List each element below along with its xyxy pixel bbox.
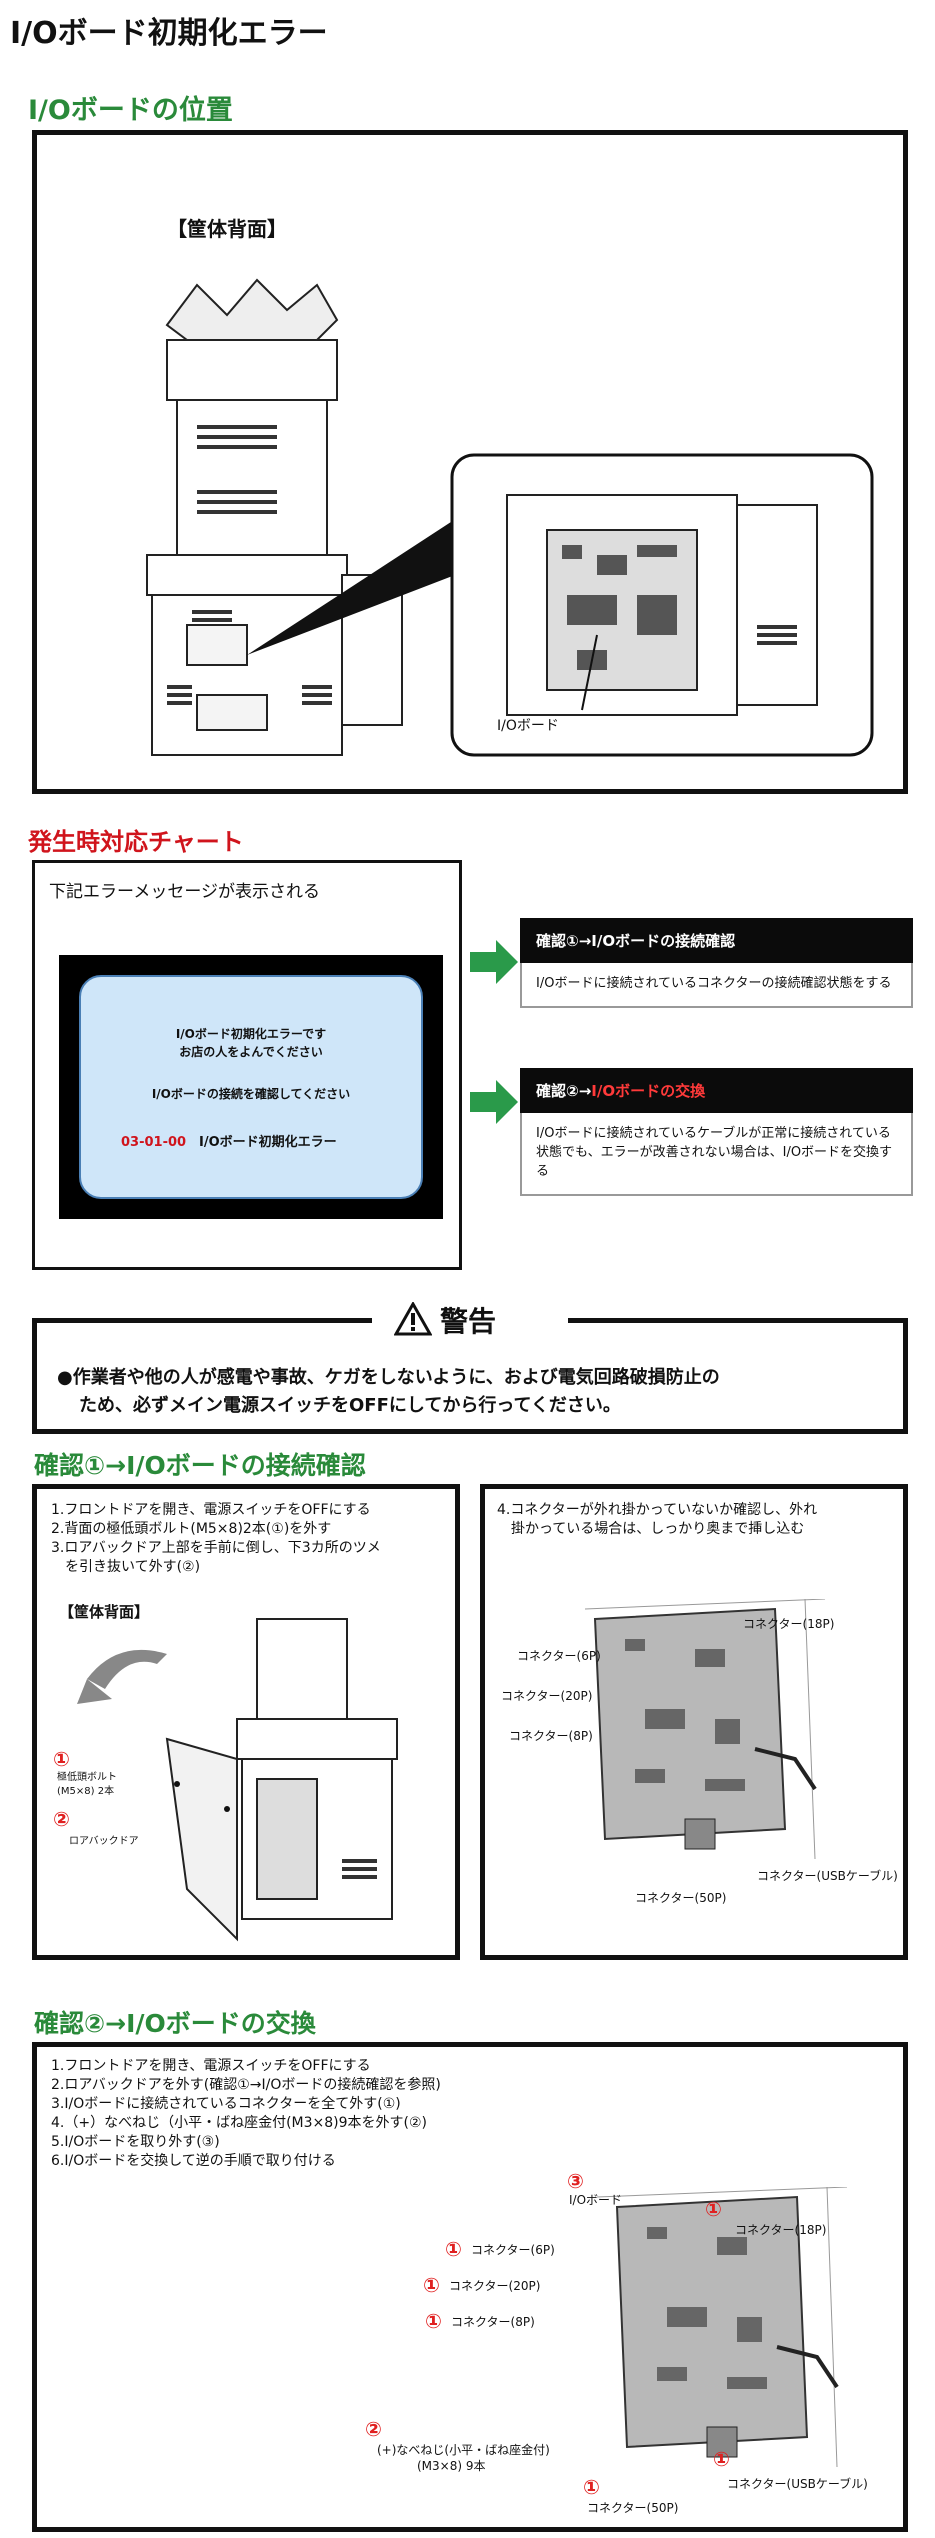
conn-18p-label: コネクター(18P) (743, 1617, 835, 1631)
check2-title-prefix: 確認②→ (536, 1082, 592, 1100)
check2-step1: 1.フロントドアを開き、電源スイッチをOFFにする (51, 2058, 371, 2074)
message-frame: 下記エラーメッセージが表示される I/Oボード初期化エラーです お店の人をよんで… (32, 860, 462, 1270)
check1-cabinet-label: 【筐体背面】 (59, 1603, 150, 1621)
location-section-title: I/Oボードの位置 (28, 95, 233, 126)
bolt-marker: ① (53, 1747, 70, 1771)
usb-marker: ① (713, 2447, 730, 2471)
board-marker: ③ (567, 2169, 584, 2193)
error-line2: お店の人をよんでください (179, 1045, 323, 1059)
lower-back-door-illustration (77, 1618, 398, 1942)
rotate-arrow-icon (87, 1649, 167, 1689)
message-intro: 下記エラーメッセージが表示される (49, 882, 320, 902)
check2-card-title: 確認②→I/Oボードの交換 (520, 1068, 913, 1113)
error-code: 03-01-00 (121, 1135, 187, 1150)
chart-section-title: 発生時対応チャート (28, 828, 244, 856)
conn-20p-label: コネクター(20P) (501, 1689, 593, 1703)
conn-18p-label: コネクター(18P) (735, 2223, 827, 2237)
check2-section-title: 確認②→I/Oボードの交換 (34, 2009, 316, 2038)
usb-label: コネクター(USBケーブル) (727, 2477, 868, 2491)
error-screen: I/Oボード初期化エラーです お店の人をよんでください I/Oボードの接続を確認… (59, 955, 443, 1219)
board-label: I/Oボード (569, 2193, 623, 2207)
check1-card-title: 確認①→I/Oボードの接続確認 (520, 918, 913, 963)
usb-label: コネクター(USBケーブル) (757, 1869, 898, 1883)
conn-50p-marker: ① (583, 2475, 600, 2499)
check1-right-frame: 4.コネクターが外れ掛かっていないか確認し、外れ 掛かっている場合は、しっかり奥… (480, 1484, 908, 1960)
conn-20p-label: コネクター(20P) (449, 2279, 541, 2293)
check1-section-title: 確認①→I/Oボードの接続確認 (34, 1451, 366, 1480)
check1-step2: 2.背面の極低頭ボルト(M5×8)2本(①)を外す (51, 1521, 332, 1537)
flow-arrows (470, 940, 518, 1124)
check1-card-body: I/Oボードに接続されているコネクターの接続確認状態をする (520, 963, 913, 1008)
cabinet-rear-label: 【筐体背面】 (167, 217, 287, 241)
check1-step3-cont: を引き抜いて外す(②) (51, 1559, 201, 1575)
screw-line1: (+)なべねじ(小平・ばね座金付) (377, 2443, 550, 2457)
screw-line2: (M3×8) 9本 (417, 2459, 486, 2473)
error-line1: I/Oボード初期化エラーです (175, 1027, 327, 1041)
check1-step4-line1: 4.コネクターが外れ掛かっていないか確認し、外れ (497, 1502, 818, 1518)
check2-step6: 6.I/Oボードを交換して逆の手順で取り付ける (51, 2153, 336, 2169)
check2-step4: 4.（+）なべねじ（小平・ばね座金付(M3×8)9本を外す(②) (51, 2115, 428, 2131)
io-board-label: I/Oボード (497, 718, 559, 734)
cabinet-location-illustration (146, 278, 874, 757)
check2-title-highlight: I/Oボードの交換 (591, 1082, 706, 1100)
conn-8p-label: コネクター(8P) (509, 1729, 593, 1743)
conn-8p-label: コネクター(8P) (451, 2315, 535, 2329)
check2-step3: 3.I/Oボードに接続されているコネクターを全て外す(①) (51, 2096, 401, 2112)
warning-line2: ため、必ずメイン電源スイッチをOFFにしてから行ってください。 (79, 1395, 621, 1416)
io-board-connectors-illustration (585, 1599, 826, 1860)
error-dialog: I/Oボード初期化エラーです お店の人をよんでください I/Oボードの接続を確認… (79, 975, 423, 1199)
check2-card-body: I/Oボードに接続されているケーブルが正常に接続されている状態でも、エラーが改善… (520, 1113, 913, 1196)
screw-marker: ② (365, 2417, 382, 2441)
check2-card: 確認②→I/Oボードの交換 I/Oボードに接続されているケーブルが正常に接続され… (520, 1068, 913, 1196)
warning-line1: ●作業者や他の人が感電や事故、ケガをしないように、および電気回路破損防止の (57, 1367, 720, 1388)
check1-step3: 3.ロアバックドア上部を手前に倒し、下3カ所のツメ (51, 1540, 381, 1556)
bolt-label: 極低頭ボルト (57, 1772, 117, 1783)
arrow-right-icon (470, 940, 518, 984)
conn-6p-label: コネクター(6P) (471, 2243, 555, 2257)
conn-6p-marker: ① (445, 2237, 462, 2261)
check1-step4-line2: 掛かっている場合は、しっかり奥まで挿し込む (497, 1521, 805, 1537)
conn-50p-label: コネクター(50P) (587, 2501, 679, 2515)
io-board-replace-illustration (597, 2187, 848, 2468)
check2-step2: 2.ロアバックドアを外す(確認①→I/Oボードの接続確認を参照) (51, 2077, 441, 2093)
door-marker: ② (53, 1807, 70, 1831)
check1-step1: 1.フロントドアを開き、電源スイッチをOFFにする (51, 1502, 371, 1518)
warning-header: 警告 (372, 1298, 568, 1338)
error-line3: I/Oボードの接続を確認してください (151, 1087, 351, 1101)
check2-frame: 1.フロントドアを開き、電源スイッチをOFFにする 2.ロアバックドアを外す(確… (32, 2042, 908, 2532)
bolt-spec: (M5×8) 2本 (57, 1786, 115, 1797)
conn-6p-label: コネクター(6P) (517, 1649, 601, 1663)
error-text: I/Oボード初期化エラー (199, 1135, 337, 1150)
conn-50p-label: コネクター(50P) (635, 1891, 727, 1905)
warning-title: 警告 (440, 1305, 497, 1338)
check1-left-frame: 1.フロントドアを開き、電源スイッチをOFFにする 2.背面の極低頭ボルト(M5… (32, 1484, 460, 1960)
page-title: I/Oボード初期化エラー (10, 16, 328, 51)
location-frame: 【筐体背面】 (32, 130, 908, 794)
conn-8p-marker: ① (425, 2309, 442, 2333)
warning-triangle-icon (394, 1302, 432, 1336)
conn-20p-marker: ① (423, 2273, 440, 2297)
warning-box: ●作業者や他の人が感電や事故、ケガをしないように、および電気回路破損防止の ため… (32, 1318, 908, 1434)
check1-card: 確認①→I/Oボードの接続確認 I/Oボードに接続されているコネクターの接続確認… (520, 918, 913, 1008)
arrow-right-icon (470, 1080, 518, 1124)
door-label: ロアバックドア (69, 1836, 139, 1847)
check2-step5: 5.I/Oボードを取り外す(③) (51, 2134, 220, 2150)
conn-18p-marker: ① (705, 2197, 722, 2221)
